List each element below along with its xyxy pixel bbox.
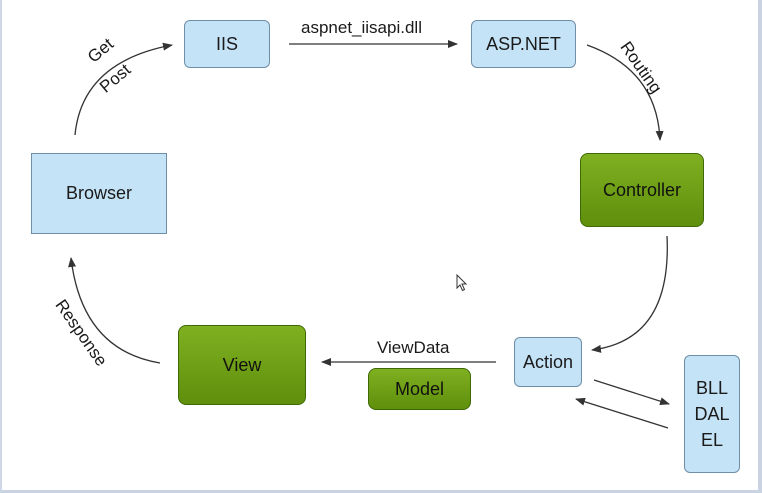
node-view-label: View [222,354,262,375]
node-action-label: Action [522,351,574,372]
edge-label-viewdata: ViewData [377,338,450,357]
node-aspnet-label: ASP.NET [486,33,561,54]
node-controller: Controller [580,153,704,227]
node-aspnet: ASP.NET [471,20,576,68]
node-iis: IIS [184,20,270,68]
arrow-bll-to-action [575,397,669,429]
node-iis-label: IIS [215,33,238,54]
node-browser: Browser [31,153,167,234]
node-browser-label: Browser [65,183,132,203]
arrow-browser-to-iis [74,42,173,136]
node-action: Action [514,337,582,387]
node-bll-label: BLL [695,378,729,398]
edge-label-isapi: aspnet_iisapi.dll [301,18,422,37]
arrow-controller-to-action [591,235,668,353]
node-model: Model [368,368,471,410]
node-el-label: EL [700,430,724,450]
node-model-label: Model [394,378,445,399]
node-controller-label: Controller [602,179,682,200]
node-data-layers: BLL DAL EL [684,355,740,473]
node-dal-label: DAL [694,404,730,424]
node-view: View [178,325,306,405]
arrow-action-to-bll [593,379,670,406]
arrow-aspnet-to-controller [586,44,664,141]
mouse-cursor-icon [456,274,468,292]
arrow-view-to-browser [68,257,161,364]
